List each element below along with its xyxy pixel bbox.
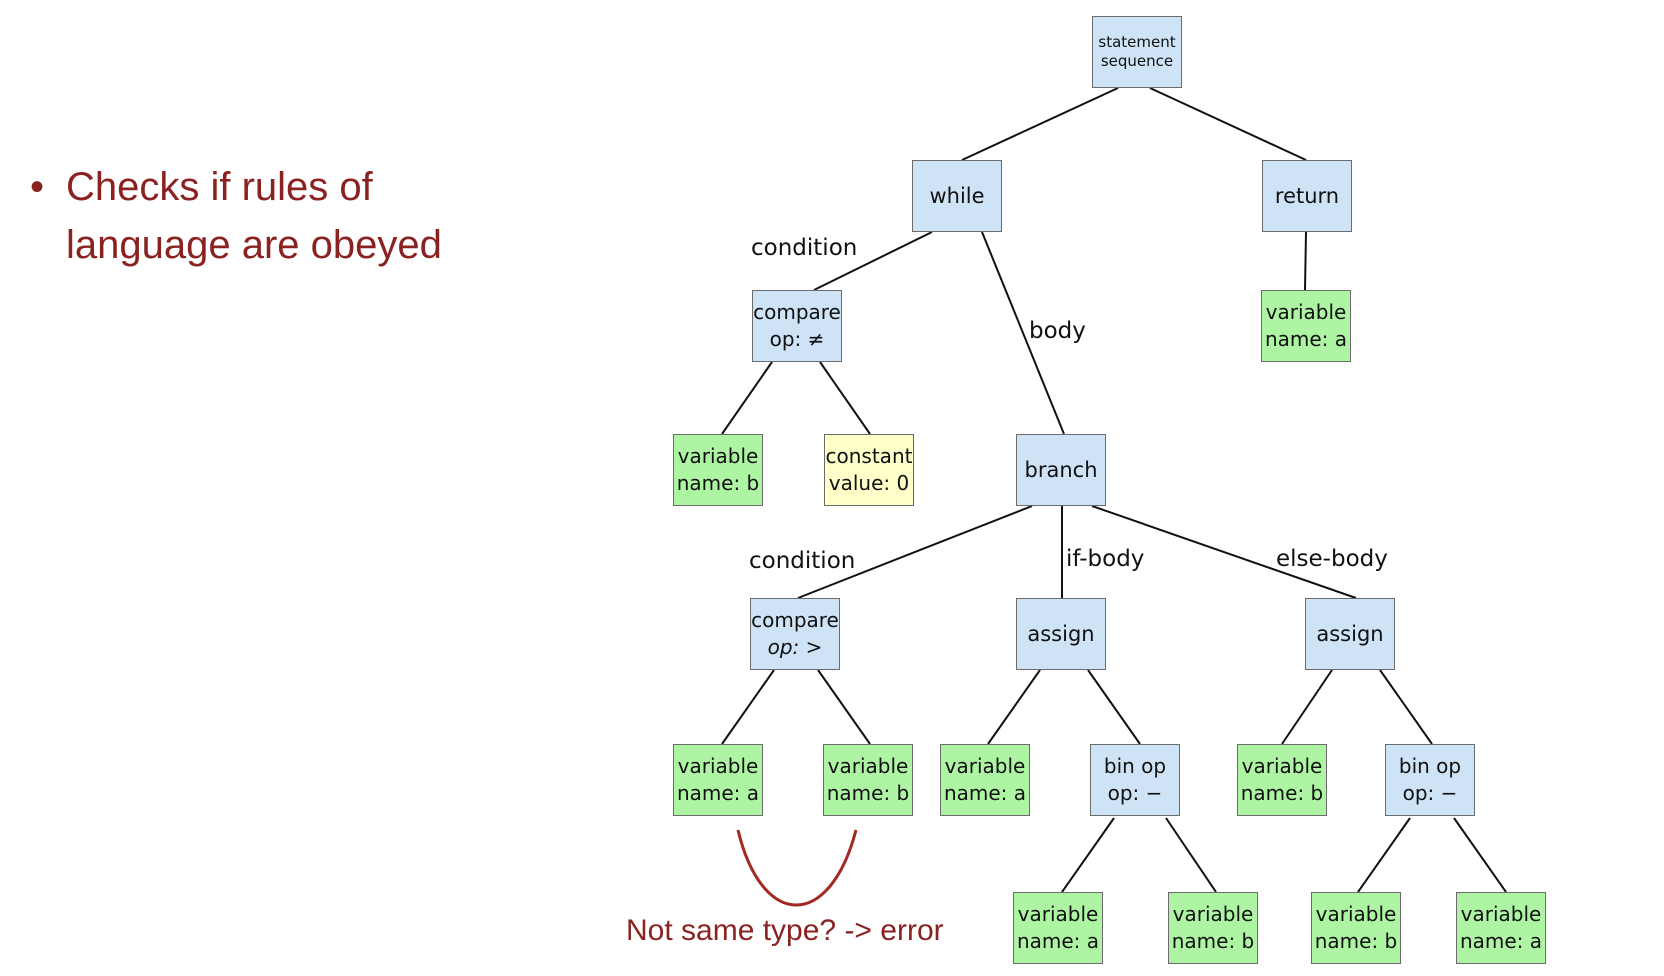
node-binop1-variable-a: variable name: a bbox=[1013, 892, 1103, 964]
edge-label-while-condition: condition bbox=[751, 235, 858, 261]
node-label-line2: name: b bbox=[1171, 929, 1255, 953]
node-label-line2: name: b bbox=[1314, 929, 1398, 953]
edge-assign1-binop bbox=[1087, 669, 1141, 745]
node-label-line2: op: − bbox=[1402, 781, 1458, 805]
node-label-line1: variable bbox=[827, 754, 909, 778]
edge-compare1-constant bbox=[819, 361, 871, 435]
node-label-line1: variable bbox=[944, 754, 1026, 778]
node-label-line2: op: > bbox=[767, 635, 823, 659]
node-label-line2: sequence bbox=[1100, 52, 1174, 70]
node-label: branch bbox=[1024, 457, 1098, 482]
node-label-line2: name: a bbox=[1459, 929, 1543, 953]
node-label-line1: bin op bbox=[1103, 754, 1167, 778]
node-label-line1: variable bbox=[1265, 300, 1347, 324]
node-label-line1: statement bbox=[1098, 33, 1176, 52]
node-label-line1: variable bbox=[1315, 902, 1397, 926]
edge-binop1-var-a bbox=[1061, 817, 1115, 893]
node-statement-sequence: statement sequence bbox=[1092, 16, 1182, 88]
node-label-line2: value: 0 bbox=[828, 471, 910, 495]
edge-root-return bbox=[1149, 87, 1307, 161]
node-binop1-variable-b: variable name: b bbox=[1168, 892, 1258, 964]
node-label-line2: name: a bbox=[1016, 929, 1100, 953]
node-label-line1: variable bbox=[1172, 902, 1254, 926]
node-label-line2: name: b bbox=[826, 781, 910, 805]
node-label-line1: constant bbox=[825, 444, 913, 468]
edge-binop1-var-b bbox=[1165, 817, 1217, 893]
node-binop-2: bin op op: − bbox=[1385, 744, 1475, 816]
edge-label-branch-if: if-body bbox=[1066, 546, 1145, 572]
node-label-line1: variable bbox=[1241, 754, 1323, 778]
bullet-text: Checks if rules of language are obeyed bbox=[66, 165, 442, 267]
node-label-line2: name: a bbox=[1264, 327, 1348, 351]
node-label-line1: compare bbox=[753, 300, 841, 324]
node-label-line1: compare bbox=[751, 608, 839, 632]
node-label: while bbox=[929, 183, 985, 208]
node-return-variable: variable name: a bbox=[1261, 290, 1351, 362]
node-branch: branch bbox=[1016, 434, 1106, 506]
edge-return-variable bbox=[1304, 231, 1307, 291]
edge-label-while-body: body bbox=[1029, 318, 1086, 344]
edge-binop2-var-b bbox=[1357, 817, 1411, 893]
edge-while-branch bbox=[981, 231, 1065, 435]
node-label-line2: name: a bbox=[943, 781, 1027, 805]
edge-assign2-binop bbox=[1379, 669, 1433, 745]
node-assign-if: assign bbox=[1016, 598, 1106, 670]
node-label-line2: name: b bbox=[676, 471, 760, 495]
edge-branch-assign2 bbox=[1091, 505, 1357, 599]
edge-root-while bbox=[961, 87, 1119, 161]
node-assign1-variable: variable name: a bbox=[940, 744, 1030, 816]
edge-compare2-var-a bbox=[721, 669, 775, 745]
edge-while-compare bbox=[813, 231, 933, 291]
edge-assign2-var bbox=[1281, 669, 1333, 745]
node-return: return bbox=[1262, 160, 1352, 232]
bullet-dot: • bbox=[30, 165, 45, 209]
node-constant-0: constant value: 0 bbox=[824, 434, 914, 506]
edge-branch-compare2 bbox=[797, 505, 1033, 599]
bullet-point: • Checks if rules of language are obeyed bbox=[30, 158, 550, 274]
node-assign-else: assign bbox=[1305, 598, 1395, 670]
node-while: while bbox=[912, 160, 1002, 232]
node-label-line2: op: ≠ bbox=[769, 327, 825, 351]
edge-label-branch-condition: condition bbox=[749, 548, 856, 574]
node-label-line1: variable bbox=[1017, 902, 1099, 926]
node-label-line1: variable bbox=[1460, 902, 1542, 926]
node-label: assign bbox=[1316, 621, 1384, 646]
node-variable-b: variable name: b bbox=[673, 434, 763, 506]
edge-assign1-var bbox=[987, 669, 1041, 745]
node-cmp2-variable-a: variable name: a bbox=[673, 744, 763, 816]
edge-label-branch-else: else-body bbox=[1276, 546, 1388, 572]
node-label-line1: variable bbox=[677, 754, 759, 778]
node-label-line2: op: − bbox=[1107, 781, 1163, 805]
type-error-note: Not same type? -> error bbox=[626, 914, 944, 947]
node-label: return bbox=[1274, 183, 1340, 208]
node-label-line2: name: b bbox=[1240, 781, 1324, 805]
node-label: assign bbox=[1027, 621, 1095, 646]
edge-binop2-var-a bbox=[1453, 817, 1507, 893]
node-binop-1: bin op op: − bbox=[1090, 744, 1180, 816]
node-compare-neq: compare op: ≠ bbox=[752, 290, 842, 362]
type-mismatch-arc bbox=[736, 829, 858, 907]
edge-compare1-variable bbox=[721, 361, 773, 435]
node-assign2-variable: variable name: b bbox=[1237, 744, 1327, 816]
node-binop2-variable-a: variable name: a bbox=[1456, 892, 1546, 964]
edge-compare2-var-b bbox=[817, 669, 871, 745]
node-cmp2-variable-b: variable name: b bbox=[823, 744, 913, 816]
node-label-line1: bin op bbox=[1398, 754, 1462, 778]
node-label-line2: name: a bbox=[676, 781, 760, 805]
node-binop2-variable-b: variable name: b bbox=[1311, 892, 1401, 964]
node-label-line1: variable bbox=[677, 444, 759, 468]
node-compare-gt: compare op: > bbox=[750, 598, 840, 670]
